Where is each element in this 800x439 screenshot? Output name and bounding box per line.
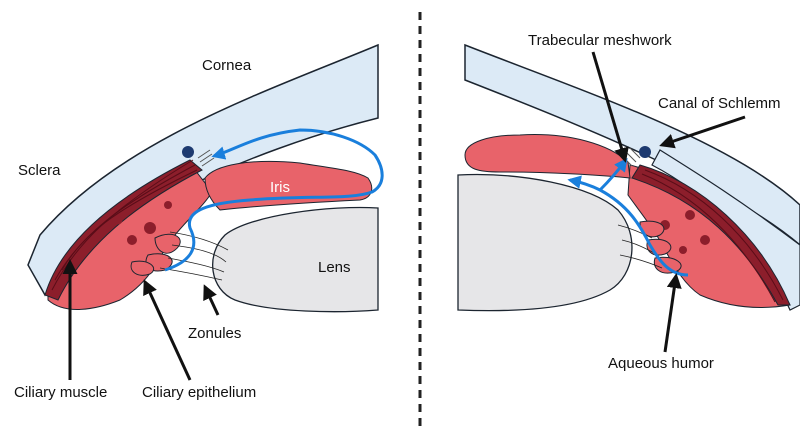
ciliary-muscle-right — [631, 164, 791, 306]
arrow-icon — [591, 51, 629, 163]
canal-of-schlemm-right — [639, 146, 651, 158]
label-zonules: Zonules — [188, 325, 241, 342]
aqueous-flow-right-1 — [567, 175, 689, 277]
label-iris: Iris — [270, 179, 290, 196]
left-panel — [27, 43, 384, 313]
lens-right — [457, 173, 633, 312]
aqueous-flow-left — [164, 128, 384, 272]
label-ciliary-epithelium: Ciliary epithelium — [142, 384, 256, 401]
label-canal-of-schlemm: Canal of Schlemm — [658, 95, 781, 112]
label-lens: Lens — [318, 259, 351, 276]
ciliary-muscle — [44, 159, 203, 301]
arrow-icon — [663, 273, 682, 353]
label-ciliary-muscle: Ciliary muscle — [14, 384, 107, 401]
cornea-sclera-shell-right — [464, 43, 800, 246]
arrow-icon — [143, 279, 192, 381]
lens-left — [212, 206, 379, 313]
label-trabecular-meshwork: Trabecular meshwork — [528, 32, 672, 49]
label-aqueous-humor: Aqueous humor — [608, 355, 714, 372]
label-cornea: Cornea — [202, 57, 252, 74]
arrow-icon — [659, 115, 746, 149]
ciliary-process — [154, 233, 181, 254]
pointer-arrows — [62, 51, 746, 381]
cornea-sclera-shell — [27, 43, 379, 297]
right-panel — [457, 43, 800, 312]
iris-right — [464, 134, 631, 179]
arrow-icon — [203, 284, 220, 316]
label-sclera: Sclera — [18, 162, 61, 179]
canal-of-schlemm-left — [182, 146, 194, 158]
